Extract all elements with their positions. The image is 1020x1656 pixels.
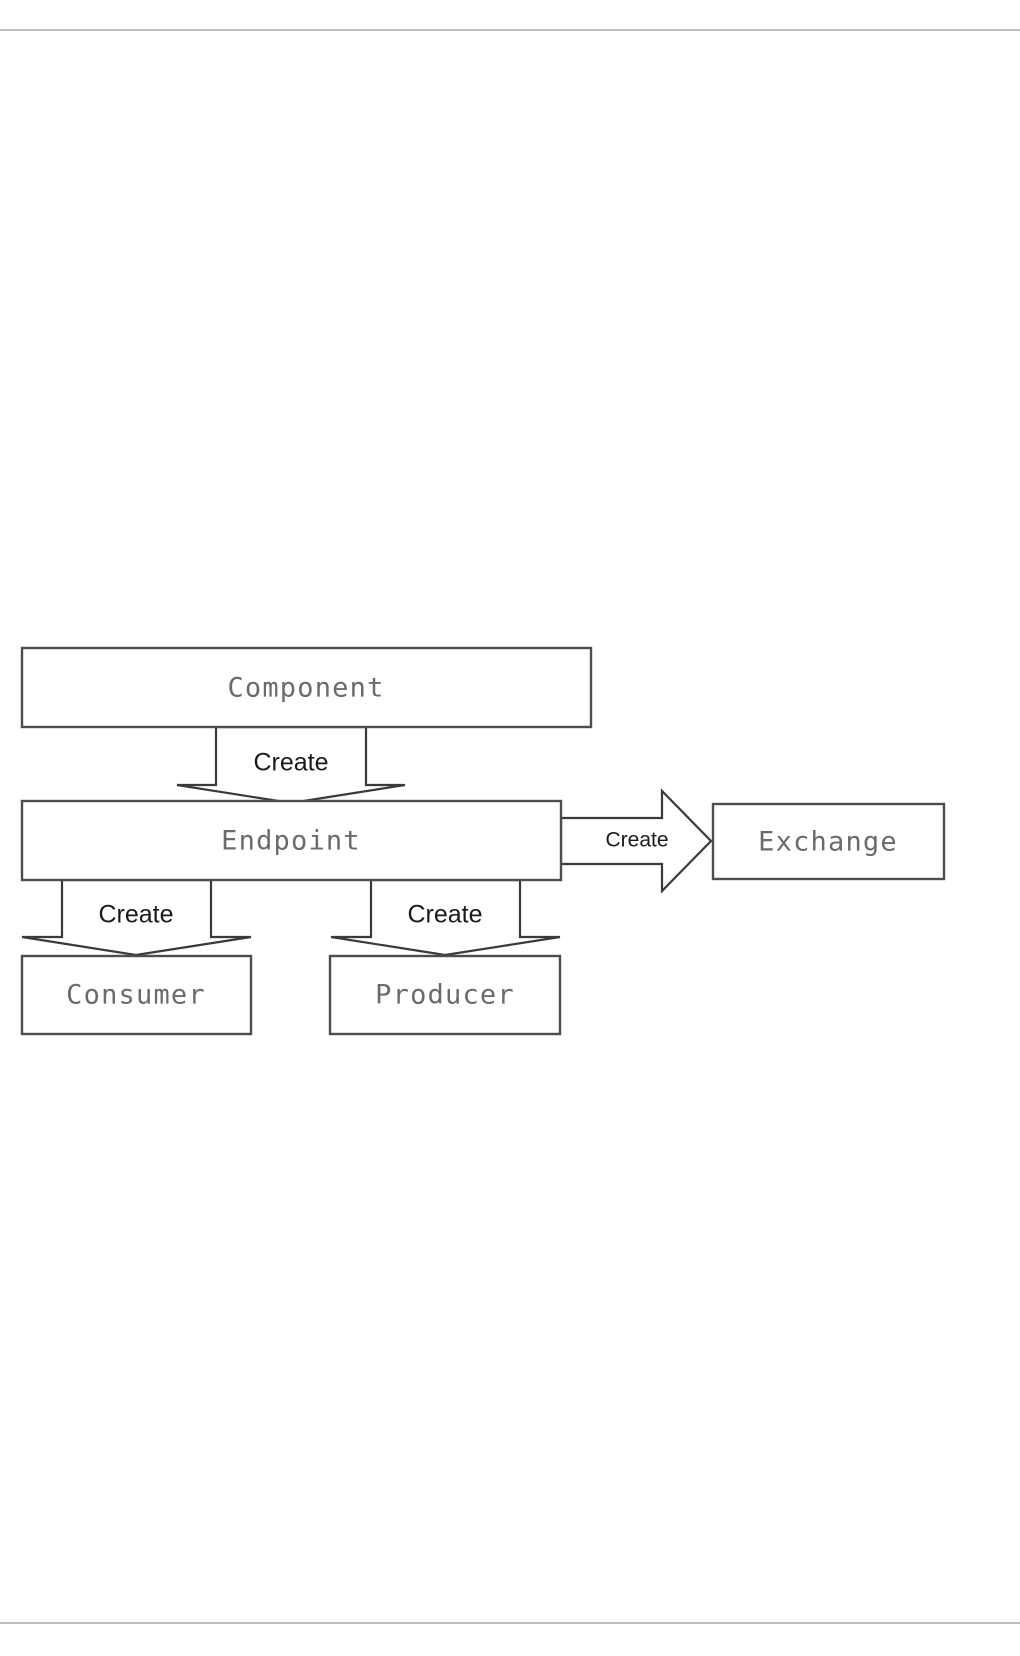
edge-label-endpoint-to-exchange: Create [605,829,668,852]
node-exchange[interactable]: Exchange [711,802,946,881]
page-bottom-rule [0,1622,1020,1624]
block-arrow-down-endpoint-consumer [21,878,252,957]
node-component-label: Component [227,673,384,704]
node-endpoint[interactable]: Endpoint [20,799,563,882]
node-endpoint-box[interactable] [20,799,563,882]
node-exchange-box[interactable] [711,802,946,881]
edge-component-to-endpoint: Create [176,725,406,805]
node-producer-box[interactable] [328,954,562,1036]
edge-label-component-to-endpoint: Create [253,749,328,777]
node-endpoint-label: Endpoint [221,826,361,857]
node-component[interactable]: Component [20,646,593,729]
edge-label-endpoint-to-consumer: Create [98,901,173,929]
edge-endpoint-to-consumer: Create [21,878,252,957]
node-producer-label: Producer [375,980,515,1011]
edge-endpoint-to-exchange: Create [559,788,713,894]
block-arrow-right-endpoint-exchange [559,788,713,894]
block-arrow-down-endpoint-producer [330,878,561,957]
node-producer[interactable]: Producer [328,954,562,1036]
page-top-rule [0,29,1020,31]
node-consumer[interactable]: Consumer [20,954,253,1036]
edge-endpoint-to-producer: Create [330,878,561,957]
node-component-box[interactable] [20,646,593,729]
node-exchange-label: Exchange [758,827,898,858]
node-consumer-label: Consumer [66,980,206,1011]
edge-label-endpoint-to-producer: Create [407,901,482,929]
node-consumer-box[interactable] [20,954,253,1036]
block-arrow-down-component-endpoint [176,725,406,805]
